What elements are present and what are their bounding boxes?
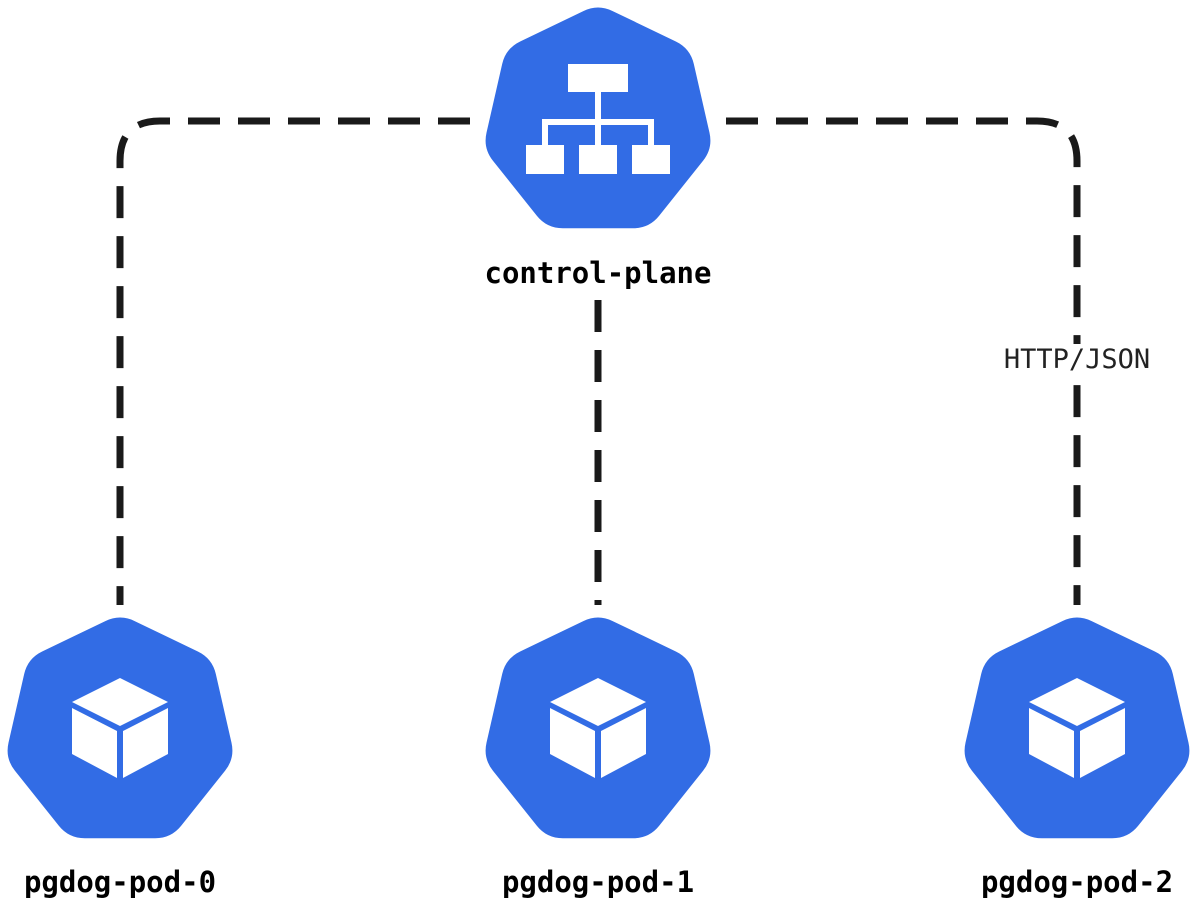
http-json-label: HTTP/JSON (999, 344, 1155, 375)
cube-right-face (1080, 708, 1125, 778)
cube-icon (550, 678, 646, 778)
pgdog-pod-2-heptagon (964, 617, 1190, 839)
connectors (116, 117, 1081, 605)
hierarchy-icon (526, 64, 670, 174)
pgdog-pod-0-heptagon (7, 617, 233, 839)
connector-control-plane-pod-2 (726, 117, 1081, 605)
pgdog-pod-0-node[interactable] (7, 617, 233, 839)
cube-left-face (72, 708, 117, 778)
pgdog-pod-2-node[interactable] (964, 617, 1190, 839)
cube-top-face (1029, 678, 1125, 726)
cube-icon (1029, 678, 1125, 778)
cube-right-face (601, 708, 646, 778)
cube-top-face (72, 678, 168, 726)
pgdog-pod-0-label: pgdog-pod-0 (23, 865, 217, 899)
cube-left-face (1029, 708, 1074, 778)
cube-top-face (550, 678, 646, 726)
pgdog-pod-2-label: pgdog-pod-2 (980, 865, 1174, 899)
cube-right-face (123, 708, 168, 778)
control-plane-label: control-plane (484, 256, 712, 290)
connector-control-plane-pod-0 (116, 117, 470, 605)
pgdog-pod-1-heptagon (485, 617, 711, 839)
cube-left-face (550, 708, 595, 778)
cube-icon (72, 678, 168, 778)
control-plane-node[interactable] (485, 7, 711, 229)
pgdog-pod-1-node[interactable] (485, 617, 711, 839)
pgdog-pod-1-label: pgdog-pod-1 (501, 865, 695, 899)
